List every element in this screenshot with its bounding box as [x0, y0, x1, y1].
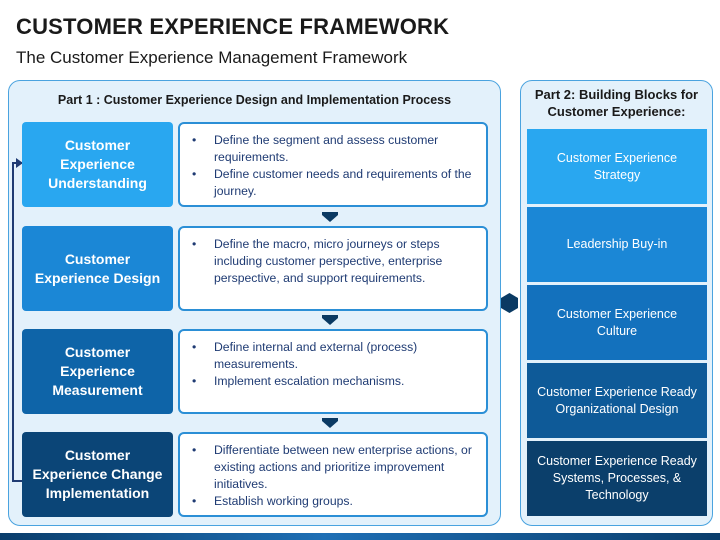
loop-back-arrow-icon: [12, 162, 22, 482]
step-box-design: Customer Experience Design: [22, 226, 173, 311]
building-block-culture: Customer Experience Culture: [527, 285, 707, 360]
bottom-accent-bar: [0, 533, 720, 540]
part2-title: Part 2: Building Blocks for Customer Exp…: [534, 87, 699, 119]
step-desc-design: Define the macro, micro journeys or step…: [178, 226, 488, 311]
step-box-understanding: Customer Experience Understanding: [22, 122, 173, 207]
bullet-item: Define customer needs and requirements o…: [192, 166, 476, 200]
step-box-change-implementation: Customer Experience Change Implementatio…: [22, 432, 173, 517]
bullet-item: Establish working groups.: [192, 493, 476, 510]
down-arrowhead-icon: [322, 318, 338, 325]
building-block-systems: Customer Experience Ready Systems, Proce…: [527, 441, 707, 516]
loop-back-arrowhead-icon: [16, 158, 23, 168]
building-block-leadership: Leadership Buy-in: [527, 207, 707, 282]
step-desc-change-implementation: Differentiate between new enterprise act…: [178, 432, 488, 517]
page-subtitle: The Customer Experience Management Frame…: [16, 48, 408, 67]
down-arrow-icon: [322, 315, 338, 318]
step-box-measurement: Customer Experience Measurement: [22, 329, 173, 414]
down-arrow-icon: [322, 418, 338, 421]
down-arrow-icon: [322, 212, 338, 215]
bullet-item: Define the segment and assess customer r…: [192, 132, 476, 166]
step-desc-measurement: Define internal and external (process) m…: [178, 329, 488, 414]
page-title: CUSTOMER EXPERIENCE FRAMEWORK: [16, 14, 450, 39]
bullet-item: Implement escalation mechanisms.: [192, 373, 476, 390]
bullet-item: Define the macro, micro journeys or step…: [192, 236, 476, 287]
building-block-org-design: Customer Experience Ready Organizational…: [527, 363, 707, 438]
bullet-item: Differentiate between new enterprise act…: [192, 442, 476, 493]
step-desc-understanding: Define the segment and assess customer r…: [178, 122, 488, 207]
building-block-strategy: Customer Experience Strategy: [527, 129, 707, 204]
hexagon-icon: [501, 293, 518, 313]
part1-title: Part 1 : Customer Experience Design and …: [57, 93, 452, 107]
down-arrowhead-icon: [322, 215, 338, 222]
bullet-item: Define internal and external (process) m…: [192, 339, 476, 373]
down-arrowhead-icon: [322, 421, 338, 428]
